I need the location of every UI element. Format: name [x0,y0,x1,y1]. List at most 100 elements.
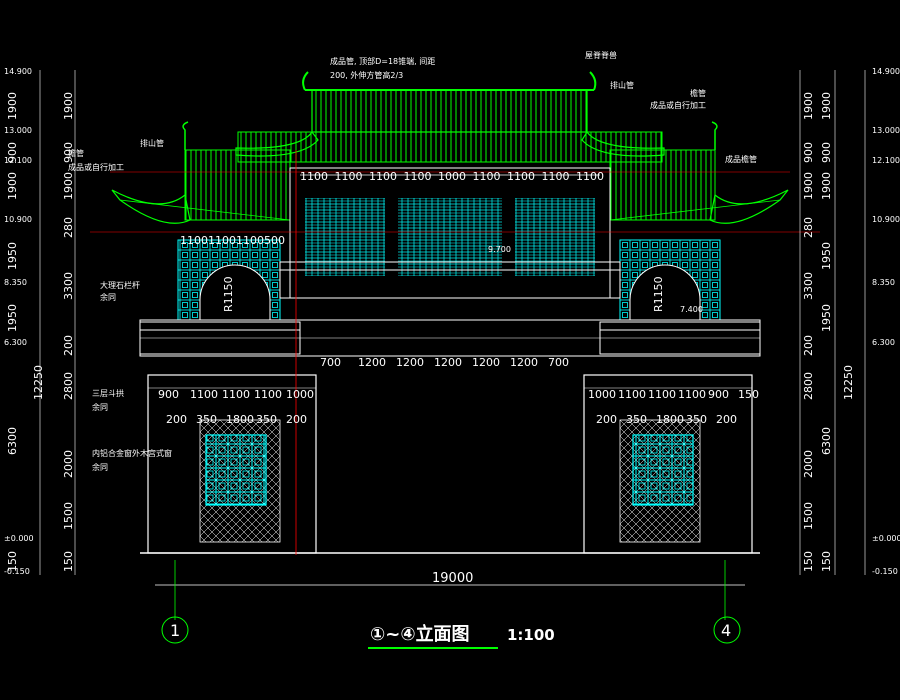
span-dim: 1100 [254,388,282,401]
level-label: ±0.000 [872,534,900,543]
vertical-dim: 1900 [820,92,833,120]
span-dim: 500 [264,234,285,247]
vertical-dim: 1950 [6,304,19,332]
level-label: 14.900 [872,67,900,76]
span-dim: 1100 [542,170,570,183]
note-window-1: 内铝合金窗外木宫式窗 [92,448,172,458]
drawing-scale: 1:100 [507,626,555,644]
level-label: 10.900 [4,215,32,224]
note-level-mid: 9.700 [488,245,511,254]
span-dim: 1200 [510,356,538,369]
vertical-dim: 150 [6,551,19,572]
span-dim: 1200 [434,356,462,369]
level-label: ±0.000 [4,534,34,543]
levels-left: 14.90013.00012.10010.9008.3506.300±0.000… [4,67,34,576]
span-dim: 1200 [358,356,386,369]
level-label: 8.350 [872,278,895,287]
span-dim: 1100 [618,388,646,401]
vertical-dim: 1900 [6,92,19,120]
vertical-dim: 1500 [62,502,75,530]
level-label: 14.900 [4,67,32,76]
note-roof-ridge: 屋脊脊兽 [585,50,617,60]
right-roof [609,121,789,224]
vertical-dim: 150 [820,551,833,572]
note-balustrade-1: 大理石栏杆 [100,280,140,290]
vertical-dim: 1950 [6,242,19,270]
vertical-dim: 1900 [62,92,75,120]
arch-label-left: R1150 [222,276,235,312]
vertical-dim: 3300 [62,272,75,300]
span-dim: 1800 [656,413,684,426]
vertical-dim: 1900 [6,172,19,200]
span-dim: 700 [320,356,341,369]
level-label: 6.300 [4,338,27,347]
span-dim: 1200 [396,356,424,369]
vertical-dim: 3300 [802,272,815,300]
span-dim: 1100 [507,170,535,183]
vertical-dim: 280 [802,217,815,238]
note-right-side: 成品檐管 [725,154,757,164]
span-dim: 200 [166,413,187,426]
span-dim: 1100 [404,170,432,183]
left-roof [111,121,291,224]
note-eave-left-2: 成品或自行加工 [68,162,124,172]
axis-label-right: 4 [721,621,731,640]
vertical-dim: 200 [62,335,75,356]
span-dim: 1100 [369,170,397,183]
note-bracket-1: 三层斗拱 [92,388,124,398]
span-dim: 200 [716,413,737,426]
span-dim: 1100 [208,234,236,247]
span-dim: 350 [626,413,647,426]
vertical-dim: 6300 [820,427,833,455]
span-dim: 1100 [648,388,676,401]
vertical-dim: 150 [62,551,75,572]
span-dim: 350 [196,413,217,426]
note-ridge-pipe: 排山管 [610,80,634,90]
vertical-dim: 150 [802,551,815,572]
span-dim: 1200 [472,356,500,369]
span-dim: 1100 [335,170,363,183]
axis-label-left: 1 [170,621,180,640]
note-balustrade-2: 余同 [100,292,116,302]
arch-label-right: R1150 [652,276,665,312]
misc-dim-7400-left: 7.400 [680,305,703,314]
vertical-dim: 900 [62,142,75,163]
span-dim: 900 [158,388,179,401]
span-dim: 1100 [300,170,328,183]
vertical-dim: 2000 [802,450,815,478]
note-top-line1: 成品管, 顶部D=18锥端, 间距 [330,56,435,66]
vertical-dim: 1950 [820,242,833,270]
span-dim: 1100 [222,388,250,401]
span-dim: 900 [708,388,729,401]
vertical-dim: 280 [62,217,75,238]
note-ridge-pipe-left: 排山管 [140,138,164,148]
span-dim: 200 [596,413,617,426]
vertical-dim: 900 [820,142,833,163]
levels-right: 14.90013.00012.10010.9008.3506.300±0.000… [872,67,900,576]
vertical-dim: 2800 [802,372,815,400]
span-dim: 200 [286,413,307,426]
vertical-dim: 1500 [802,502,815,530]
right-pier [583,374,753,554]
note-top-line2: 200, 外伸方管高2/3 [330,70,403,80]
vertical-dim: 1900 [802,172,815,200]
span-dim: 1000 [438,170,466,183]
vertical-dim: 2800 [62,372,75,400]
level-label: 6.300 [872,338,895,347]
level-label: 12.100 [872,156,900,165]
vertical-dim: 900 [802,142,815,163]
drawing-title: ①~④立面图 [370,623,470,645]
span-dim: 1000 [588,388,616,401]
level-label: 13.000 [4,126,32,135]
building-geometry [39,70,866,649]
